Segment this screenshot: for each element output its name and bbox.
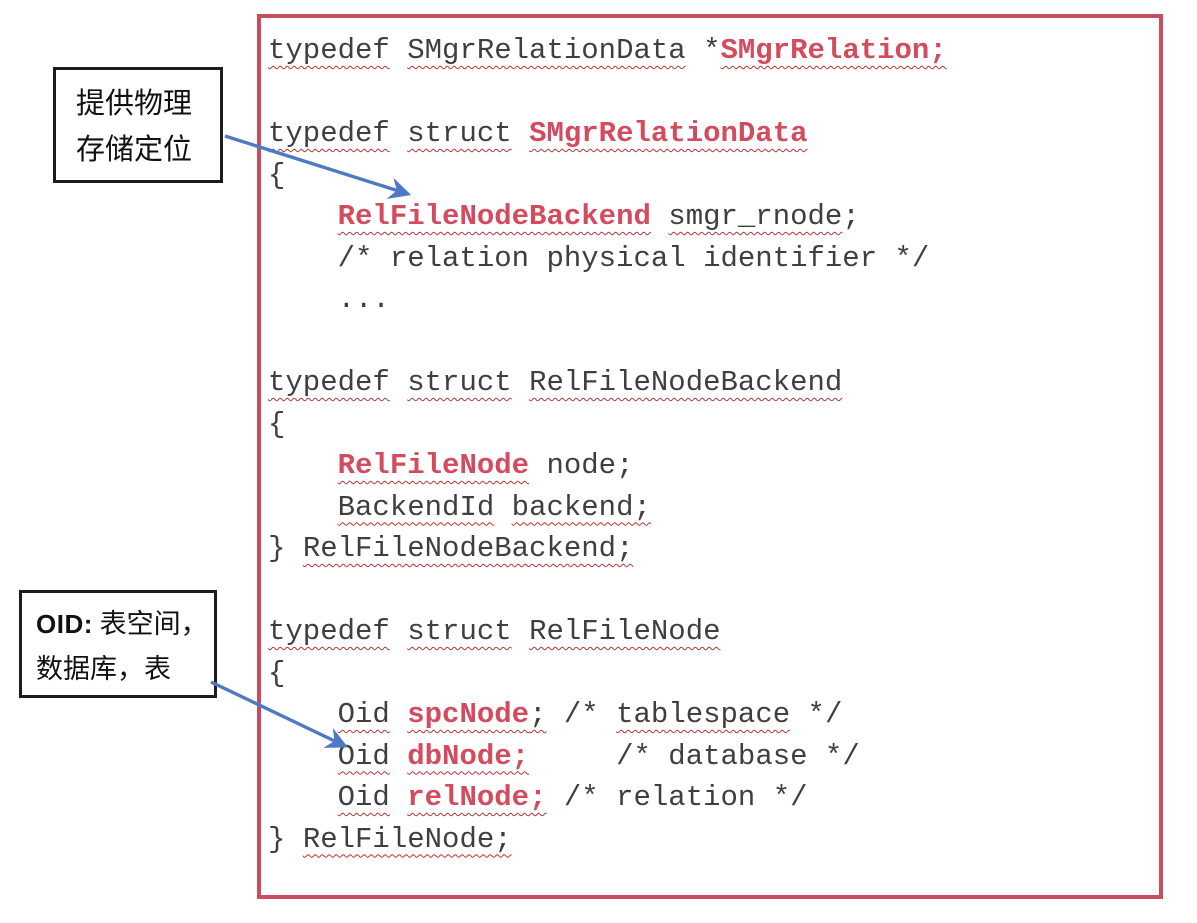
code-line: /* relation physical identifier */ <box>268 238 947 280</box>
code-line: { <box>268 653 947 695</box>
code-text <box>512 366 529 399</box>
code-text: struct <box>407 117 512 150</box>
annotation-text: 提供物理 <box>76 88 193 120</box>
code-text: } <box>268 822 303 856</box>
code-text: RelFileNode <box>529 615 721 648</box>
code-keyword-red: SMgrRelationData <box>529 117 808 150</box>
code-text <box>390 781 407 814</box>
annotation-box-oid: OID: 表空间， 数据库，表 <box>19 590 217 698</box>
code-text <box>390 34 407 67</box>
code-text: SMgrRelationData <box>407 34 686 67</box>
code-text: { <box>268 407 286 441</box>
code-text <box>390 366 407 399</box>
annotation-text: 数据库，表 <box>36 654 171 684</box>
code-text <box>268 200 338 233</box>
code-keyword-red: RelFileNode <box>337 449 530 482</box>
annotation-text: 存储定位 <box>76 134 193 166</box>
code-line: Oid dbNode; /* database */ <box>268 736 947 778</box>
code-line: } RelFileNode; <box>268 819 947 861</box>
code-line: BackendId backend; <box>268 487 947 529</box>
code-text: } <box>268 532 303 565</box>
code-line: } RelFileNodeBackend; <box>268 528 947 570</box>
code-text: /* relation physical identifier */ <box>268 241 930 275</box>
code-keyword-red: SMgrRelation; <box>720 34 947 67</box>
code-text: RelFileNodeBackend <box>529 366 843 399</box>
code-line <box>268 72 947 114</box>
code-line: Oid spcNode; /* tablespace */ <box>268 694 947 736</box>
code-text <box>494 491 511 524</box>
code-line: ... <box>268 279 947 321</box>
annotation-text: OID: 表空间， <box>36 602 214 647</box>
annotation-text: 表空间， <box>92 609 208 639</box>
code-text: { <box>268 158 286 192</box>
code-line: typedef struct RelFileNodeBackend <box>268 362 947 404</box>
code-text: RelFileNode; <box>302 822 512 856</box>
code-text <box>390 615 407 648</box>
code-text <box>390 740 407 773</box>
code-text: ; <box>842 200 860 233</box>
code-line: { <box>268 155 947 197</box>
code-line: typedef struct RelFileNode <box>268 611 947 653</box>
code-text: RelFileNodeBackend; <box>302 532 634 565</box>
code-text: ; <box>529 698 547 731</box>
code-text: tablespace <box>616 698 791 731</box>
code-text: /* <box>546 698 617 731</box>
code-text: * <box>685 34 721 67</box>
code-keyword-red: RelFileNodeBackend <box>337 200 651 233</box>
code-text: /* relation */ <box>546 781 808 814</box>
code-text: struct <box>407 615 512 648</box>
code-keyword-red: spcNode <box>407 698 530 731</box>
code-line: { <box>268 404 947 446</box>
code-text: Oid <box>337 739 390 773</box>
code-text <box>268 491 338 524</box>
code-text <box>268 698 338 731</box>
code-text: Oid <box>337 698 390 731</box>
code-text: typedef <box>268 117 390 150</box>
code-keyword-red: dbNode; <box>407 739 530 773</box>
code-text <box>268 740 338 773</box>
code-line <box>268 570 947 612</box>
code-text: smgr_rnode <box>668 200 843 233</box>
code-block: typedef SMgrRelationData *SMgrRelation; … <box>268 30 947 860</box>
code-text: */ <box>790 698 843 731</box>
code-text: typedef <box>268 34 390 67</box>
code-text: ... <box>268 283 390 316</box>
code-keyword-red: relNode; <box>407 781 547 814</box>
code-line: Oid relNode; /* relation */ <box>268 777 947 819</box>
code-text: node; <box>529 449 634 482</box>
code-line: RelFileNodeBackend smgr_rnode; <box>268 196 947 238</box>
code-line: typedef SMgrRelationData *SMgrRelation; <box>268 30 947 72</box>
code-line <box>268 321 947 363</box>
code-line: RelFileNode node; <box>268 445 947 487</box>
code-text: backend; <box>511 490 651 524</box>
code-text: typedef <box>268 366 390 399</box>
code-text <box>512 615 529 648</box>
code-text: BackendId <box>337 490 495 524</box>
code-text: Oid <box>337 781 390 814</box>
code-text: /* database */ <box>529 739 860 773</box>
code-text: struct <box>407 366 512 399</box>
code-line: typedef struct SMgrRelationData <box>268 113 947 155</box>
code-text <box>390 698 407 731</box>
code-text <box>651 200 668 233</box>
code-text <box>390 117 407 150</box>
oid-label: OID: <box>36 609 93 639</box>
code-text: { <box>268 656 286 690</box>
annotation-box-storage: 提供物理 存储定位 <box>53 67 223 183</box>
code-text <box>268 449 338 482</box>
code-text: typedef <box>268 615 390 648</box>
code-text <box>268 781 338 814</box>
code-text <box>512 117 529 150</box>
